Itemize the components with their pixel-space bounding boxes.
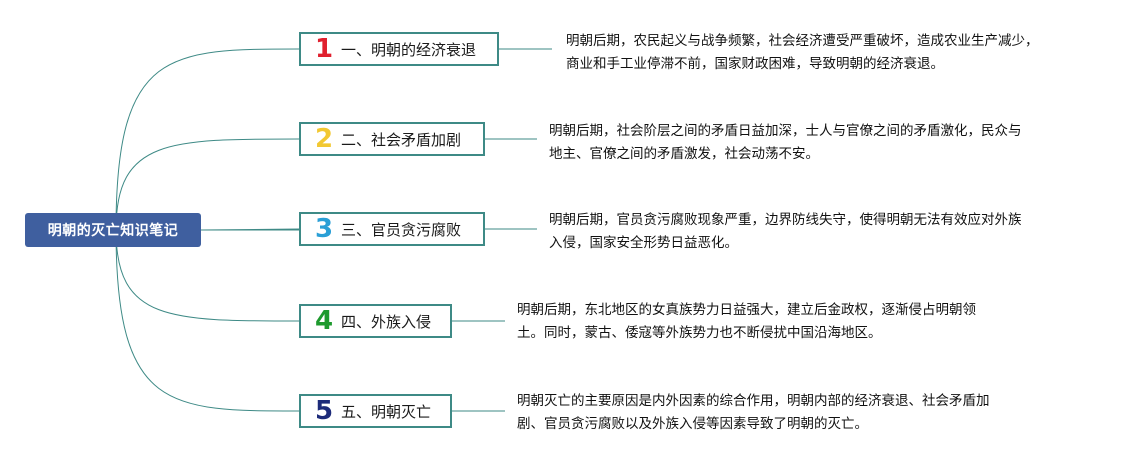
topic-4-title: 四、外族入侵: [341, 312, 432, 331]
topic-3-title: 三、官员贪污腐败: [341, 220, 462, 239]
topic-2-desc-line2: 地主、官僚之间的矛盾激发，社会动荡不安。: [549, 146, 819, 162]
topic-5-desc-line1: 明朝灭亡的主要原因是内外因素的综合作用，明朝内部的经济衰退、社会矛盾加: [517, 393, 990, 409]
number-3-icon: 3: [315, 214, 334, 244]
topic-2-desc-line1: 明朝后期，社会阶层之间的矛盾日益加深，士人与官僚之间的矛盾激化，民众与: [549, 123, 1022, 139]
topic-5[interactable]: 5 五、明朝灭亡: [299, 394, 452, 428]
topic-1-desc-line2: 商业和手工业停滞不前，国家财政困难，导致明朝的经济衰退。: [566, 56, 944, 72]
topic-3-description: 明朝后期，官员贪污腐败现象严重，边界防线失守，使得明朝无法有效应对外族 入侵，国…: [549, 209, 1022, 255]
topic-2-title: 二、社会矛盾加剧: [341, 130, 462, 149]
connector-root-topic-2: [115, 138, 300, 231]
number-5-icon: 5: [315, 396, 334, 426]
topic-1[interactable]: 1 一、明朝的经济衰退: [299, 32, 499, 66]
topic-4-desc-line1: 明朝后期，东北地区的女真族势力日益强大，建立后金政权，逐渐侵占明朝领: [517, 302, 976, 318]
number-1-icon: 1: [315, 34, 334, 64]
connector-root-topic-1: [115, 48, 300, 231]
topic-1-desc-line1: 明朝后期，农民起义与战争频繁，社会经济遭受严重破坏，造成农业生产减少，: [566, 33, 1039, 49]
topic-4[interactable]: 4 四、外族入侵: [299, 304, 452, 338]
connector-root-topic-4: [115, 229, 300, 322]
topic-5-description: 明朝灭亡的主要原因是内外因素的综合作用，明朝内部的经济衰退、社会矛盾加 剧、官员…: [517, 390, 990, 436]
topic-4-desc-line2: 土。同时，蒙古、倭寇等外族势力也不断侵扰中国沿海地区。: [517, 325, 882, 341]
root-topic[interactable]: 明朝的灭亡知识笔记: [25, 213, 201, 247]
topic-2-description: 明朝后期，社会阶层之间的矛盾日益加深，士人与官僚之间的矛盾激化，民众与 地主、官…: [549, 120, 1022, 166]
topic-5-title: 五、明朝灭亡: [341, 402, 432, 421]
topic-3[interactable]: 3 三、官员贪污腐败: [299, 212, 485, 246]
topic-3-desc-line1: 明朝后期，官员贪污腐败现象严重，边界防线失守，使得明朝无法有效应对外族: [549, 212, 1022, 228]
topic-4-description: 明朝后期，东北地区的女真族势力日益强大，建立后金政权，逐渐侵占明朝领 土。同时，…: [517, 299, 976, 345]
topic-3-desc-line2: 入侵，国家安全形势日益恶化。: [549, 235, 738, 251]
topic-5-desc-line2: 剧、官员贪污腐败以及外族入侵等因素导致了明朝的灭亡。: [517, 416, 868, 432]
topic-1-description: 明朝后期，农民起义与战争频繁，社会经济遭受严重破坏，造成农业生产减少， 商业和手…: [566, 30, 1039, 76]
topic-2[interactable]: 2 二、社会矛盾加剧: [299, 122, 485, 156]
connector-root-topic-5: [115, 229, 300, 412]
number-2-icon: 2: [315, 124, 334, 154]
number-4-icon: 4: [315, 306, 334, 336]
topic-1-title: 一、明朝的经济衰退: [341, 40, 477, 59]
